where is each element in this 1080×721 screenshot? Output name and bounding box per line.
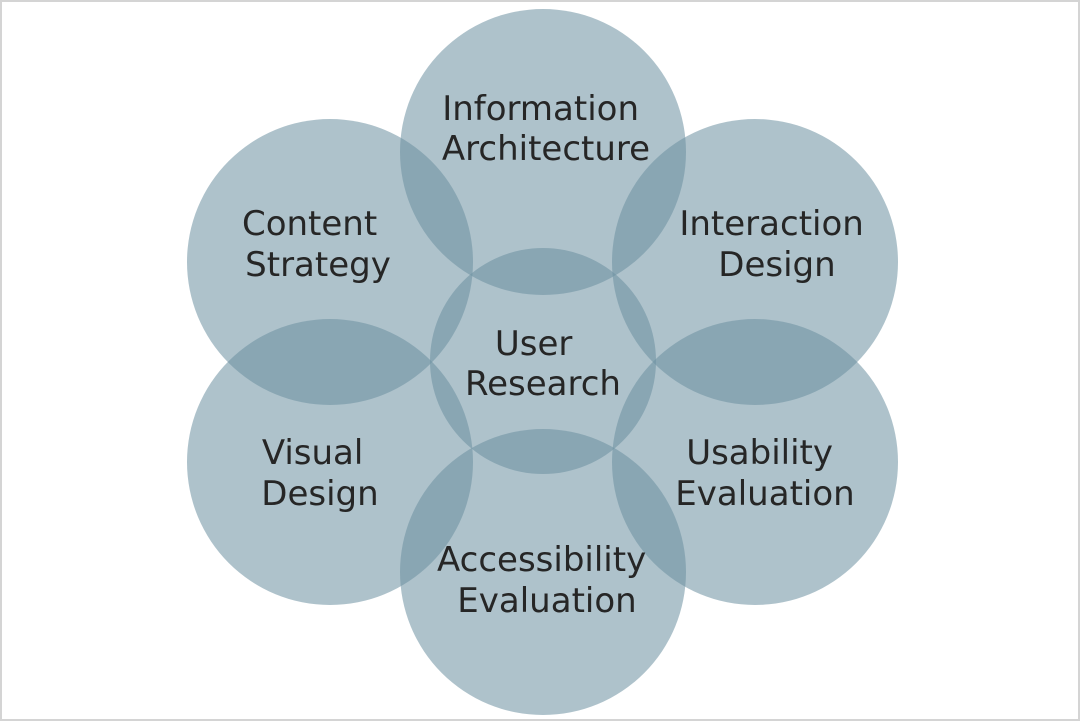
label-interaction-design-line2: Design (718, 245, 835, 285)
label-user-research: User Research (465, 324, 621, 404)
circle-information-architecture (400, 9, 686, 295)
label-content-strategy-line1: Content (242, 204, 377, 244)
label-visual-design-line2: Design (261, 474, 378, 514)
label-user-research-line2: Research (465, 364, 621, 404)
label-interaction-design: Interaction Design (679, 204, 874, 285)
label-information-architecture: Information Architecture (442, 89, 650, 169)
label-usability-evaluation: Usability Evaluation (675, 433, 854, 514)
circle-user-research (430, 248, 656, 474)
label-interaction-design-line1: Interaction (679, 204, 863, 244)
label-accessibility-evaluation-line1: Accessibility (437, 540, 646, 580)
circle-usability-evaluation (612, 319, 898, 605)
label-information-architecture-line2: Architecture (442, 129, 650, 169)
label-visual-design: Visual Design (261, 433, 378, 514)
circle-visual-design (187, 319, 473, 605)
circle-content-strategy (187, 119, 473, 405)
label-content-strategy: Content Strategy (242, 204, 391, 285)
label-usability-evaluation-line2: Evaluation (675, 474, 854, 514)
circle-interaction-design (612, 119, 898, 405)
label-accessibility-evaluation: Accessibility Evaluation (437, 540, 657, 621)
label-content-strategy-line2: Strategy (245, 245, 391, 285)
label-user-research-line1: User (495, 324, 573, 364)
label-visual-design-line1: Visual (262, 433, 364, 473)
circle-accessibility-evaluation (400, 429, 686, 715)
label-information-architecture-line1: Information (442, 89, 639, 129)
label-accessibility-evaluation-line2: Evaluation (457, 581, 636, 621)
label-usability-evaluation-line1: Usability (686, 433, 833, 473)
